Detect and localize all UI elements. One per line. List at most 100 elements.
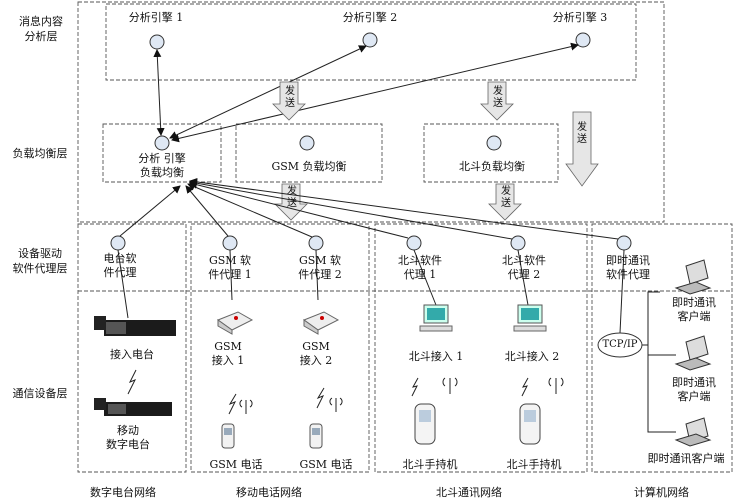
link-gsm2-balancer	[187, 183, 313, 238]
network-label-digital-radio: 数字电台网络	[90, 486, 156, 499]
digital-radio-network-box	[77, 223, 187, 473]
layer-label-message-analysis: 消息内容 分析层	[19, 15, 63, 43]
proxy-node-gsm1	[222, 235, 238, 251]
link-bd1-balancer	[189, 180, 409, 239]
device-label-mobile-radio: 移动 数字电台	[106, 424, 150, 451]
bd2-wireless-icon	[521, 377, 529, 397]
send-label-right: 发送	[577, 122, 587, 145]
link-bd2-proxy-device	[517, 249, 529, 306]
beidou-handheld-1-icon	[414, 403, 436, 445]
access-radio-icon	[94, 316, 176, 336]
bd2-antenna-icon	[548, 377, 564, 394]
bd1-antenna-icon	[442, 377, 458, 394]
gsm1-antenna-icon	[239, 399, 253, 414]
link-radio-balancer	[119, 185, 181, 237]
device-label-im-client-2: 即时通讯 客户端	[672, 376, 716, 403]
gsm-access-2-icon	[302, 311, 340, 335]
engine-node-3	[575, 32, 591, 48]
analysis-balancer-label: 分析 引擎 负载均衡	[138, 152, 186, 179]
send-label-gsm-proxy: 发送	[287, 186, 297, 209]
analysis-balancer-node	[154, 135, 170, 151]
beidou-handheld-2-icon	[519, 403, 541, 445]
proxy-label-bd2: 北斗软件 代理 2	[502, 254, 546, 281]
device-label-access-radio: 接入电台	[110, 348, 154, 361]
engine-node-1	[149, 34, 165, 50]
gsm2-wireless-icon	[316, 387, 325, 409]
beidou-network-box	[374, 223, 588, 473]
beidou-access-2-icon	[513, 304, 547, 332]
proxy-node-bd1	[406, 235, 422, 251]
beidou-balancer-label: 北斗负载均衡	[459, 160, 525, 173]
send-arrow-gsm-down	[272, 81, 306, 121]
proxy-label-gsm2: GSM 软 件代理 2	[298, 254, 342, 281]
link-im-balancer	[189, 177, 619, 240]
analysis-balancer-box	[102, 123, 222, 183]
link-gsm1-proxy-device	[229, 249, 233, 301]
device-label-im-client-3: 即时通讯客户端	[647, 452, 725, 465]
proxy-node-radio	[110, 235, 126, 251]
mobile-radio-icon	[94, 398, 172, 416]
proxy-node-gsm2	[308, 235, 324, 251]
send-label-beidou-proxy: 发送	[501, 186, 511, 209]
bd1-wireless-icon	[411, 377, 419, 397]
gsm-balancer-label: GSM 负载均衡	[271, 160, 347, 173]
link-im-proxy-tcpip	[619, 249, 625, 334]
layer-label-load-balance: 负载均衡层	[12, 147, 68, 160]
proxy-label-im: 即时通讯 软件代理	[606, 254, 650, 281]
client-bus	[647, 291, 676, 433]
gsm-phone-2-icon	[309, 423, 323, 449]
link-radio-proxy-device	[117, 249, 129, 319]
gsm-phone-1-icon	[221, 423, 235, 449]
device-label-im-client-1: 即时通讯 客户端	[672, 296, 716, 323]
device-label-bd-handheld-1: 北斗手持机	[402, 458, 458, 471]
device-label-bd-access-2: 北斗接入 2	[504, 350, 560, 363]
computer-network-box	[591, 223, 733, 473]
layer-label-driver-proxy: 设备驱动 软件代理层	[12, 247, 68, 275]
device-label-gsm-phone-2: GSM 电话	[299, 458, 353, 471]
proxy-label-radio: 电台软 件代理	[103, 252, 137, 279]
radio-wireless-icon	[127, 369, 137, 395]
engine-node-2	[362, 32, 378, 48]
network-label-computer: 计算机网络	[634, 486, 689, 499]
gsm-balancer-node	[299, 135, 315, 151]
link-engine3-balancer	[171, 42, 579, 143]
tcpip-cloud-icon	[597, 332, 643, 358]
engine-label-3: 分析引擎 3	[552, 11, 608, 24]
link-engine1-balancer	[153, 49, 165, 136]
send-arrow-beidou-down	[480, 81, 514, 121]
link-bd1-proxy-device	[413, 249, 437, 306]
device-label-bd-handheld-2: 北斗手持机	[506, 458, 562, 471]
im-client-1-laptop-icon	[674, 259, 712, 295]
device-label-gsm-access-2: GSM 接入 2	[299, 340, 333, 367]
link-gsm1-balancer	[185, 185, 229, 237]
device-label-gsm-phone-1: GSM 电话	[209, 458, 263, 471]
engine-label-1: 分析引擎 1	[128, 11, 184, 24]
engine-label-2: 分析引擎 2	[342, 11, 398, 24]
send-label-gsm-down: 发送	[285, 86, 295, 109]
link-bd2-balancer	[189, 179, 513, 240]
layer-label-comm-device: 通信设备层	[12, 387, 68, 400]
beidou-access-1-icon	[419, 304, 453, 332]
proxy-node-im	[616, 235, 632, 251]
analysis-layer-box	[77, 1, 665, 223]
beidou-balancer-node	[486, 135, 502, 151]
gsm2-antenna-icon	[329, 397, 343, 412]
im-client-3-laptop-icon	[674, 417, 712, 447]
im-client-2-laptop-icon	[674, 335, 712, 371]
device-label-bd-access-1: 北斗接入 1	[408, 350, 464, 363]
send-arrow-right-down	[565, 111, 599, 187]
network-label-mobile-phone: 移动电话网络	[236, 486, 302, 499]
gsm1-wireless-icon	[228, 393, 237, 415]
send-label-beidou-down: 发送	[493, 86, 503, 109]
proxy-label-gsm1: GSM 软 件代理 1	[208, 254, 252, 281]
proxy-label-bd1: 北斗软件 代理 1	[398, 254, 442, 281]
device-label-tcpip: TCP/IP	[602, 339, 638, 350]
mobile-network-box	[190, 223, 370, 473]
gsm-access-1-icon	[216, 311, 254, 335]
proxy-node-bd2	[510, 235, 526, 251]
device-label-gsm-access-1: GSM 接入 1	[211, 340, 245, 367]
send-arrow-beidou-proxy	[488, 183, 522, 221]
network-label-beidou: 北斗通讯网络	[436, 486, 502, 499]
link-gsm2-proxy-device	[315, 249, 319, 301]
